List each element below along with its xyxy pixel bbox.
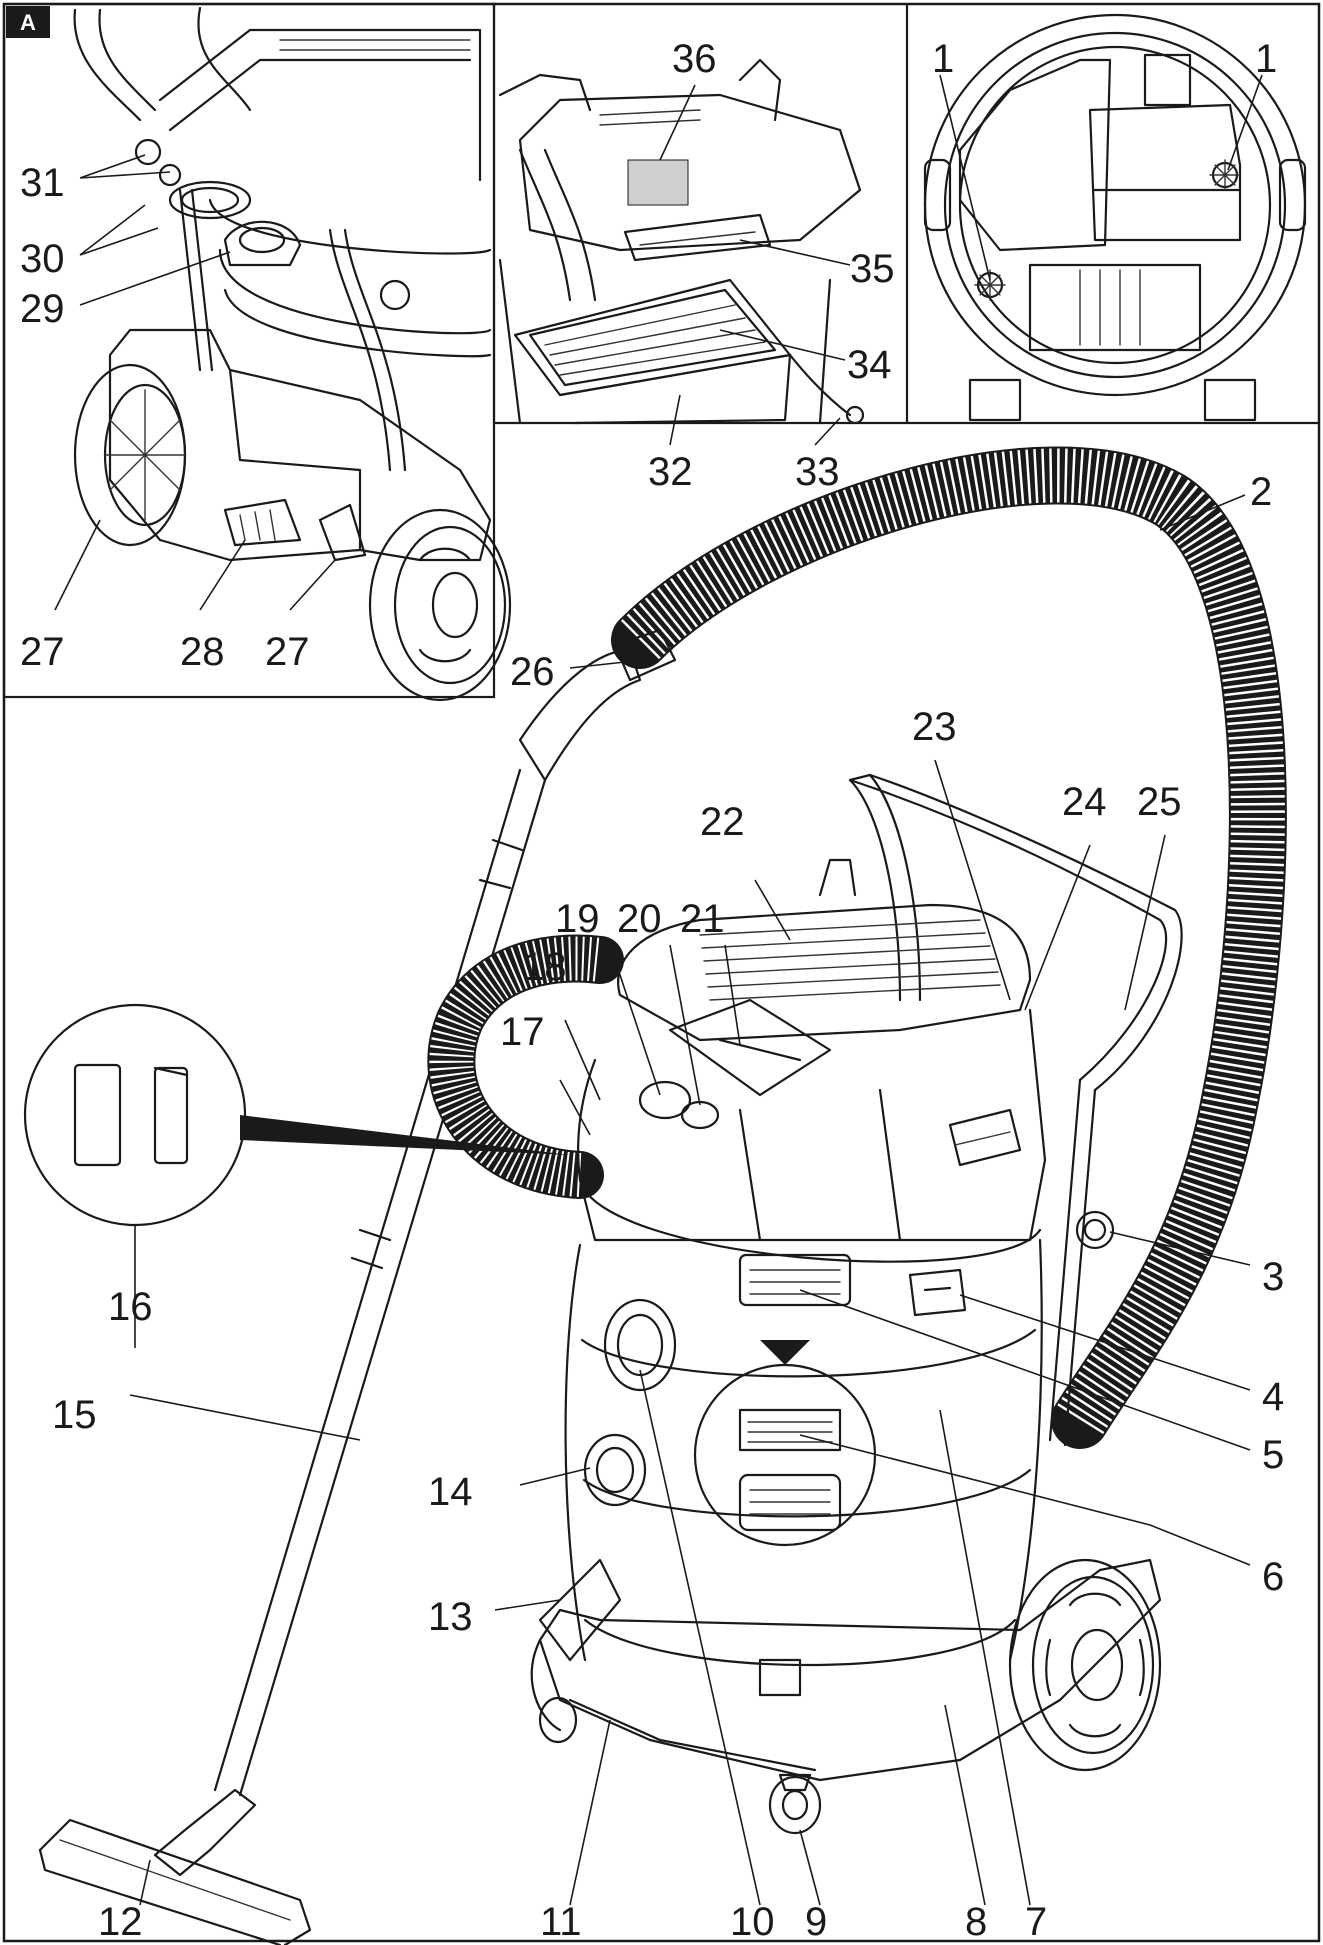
callout-15: 15 (52, 1393, 97, 1437)
callout-9: 9 (805, 1900, 827, 1944)
figure-badge: A (6, 6, 50, 38)
callout-21: 21 (680, 897, 725, 941)
callout-19: 19 (555, 897, 600, 941)
callout-14: 14 (428, 1470, 473, 1514)
callout-17: 17 (500, 1010, 545, 1054)
callout-7: 7 (1025, 1900, 1047, 1944)
callout-32: 32 (648, 450, 693, 494)
callout-35: 35 (850, 247, 895, 291)
leader-lines (54, 74, 1263, 1906)
callout-13: 13 (428, 1595, 473, 1639)
callout-1-right: 1 (1255, 37, 1277, 81)
callout-23: 23 (912, 705, 957, 749)
callout-5: 5 (1262, 1433, 1284, 1477)
inset-accessory-holders (73, 6, 512, 702)
callout-3: 3 (1262, 1255, 1284, 1299)
callout-30: 30 (20, 237, 65, 281)
callout-26: 26 (510, 650, 555, 694)
callout-22: 22 (700, 800, 745, 844)
callout-29: 29 (20, 287, 65, 331)
callout-2: 2 (1250, 470, 1272, 514)
callout-28: 28 (180, 630, 225, 674)
inset-filter-compartment (498, 58, 865, 425)
callout-27-right: 27 (265, 630, 310, 674)
callout-16: 16 (108, 1285, 153, 1329)
callout-34: 34 (847, 343, 892, 387)
callout-27-left: 27 (20, 630, 65, 674)
callout-11: 11 (540, 1900, 582, 1944)
callout-12: 12 (98, 1900, 143, 1944)
callout-8: 8 (965, 1900, 987, 1944)
callout-33: 33 (795, 450, 840, 494)
callout-4: 4 (1262, 1375, 1284, 1419)
callout-31: 31 (20, 161, 65, 205)
svg-text:A: A (20, 10, 36, 35)
callout-25: 25 (1137, 780, 1182, 824)
inset-bottom-view (923, 13, 1307, 422)
callout-1-left: 1 (932, 37, 954, 81)
callout-36: 36 (672, 37, 717, 81)
callout-24: 24 (1062, 780, 1107, 824)
callout-20: 20 (617, 897, 662, 941)
main-vacuum-drawing (23, 446, 1287, 1945)
callout-labels: 31 30 29 27 28 27 36 35 34 32 33 1 1 2 2… (20, 37, 1284, 1944)
callout-18: 18 (522, 945, 567, 989)
callout-10: 10 (730, 1900, 775, 1944)
callout-6: 6 (1262, 1555, 1284, 1599)
